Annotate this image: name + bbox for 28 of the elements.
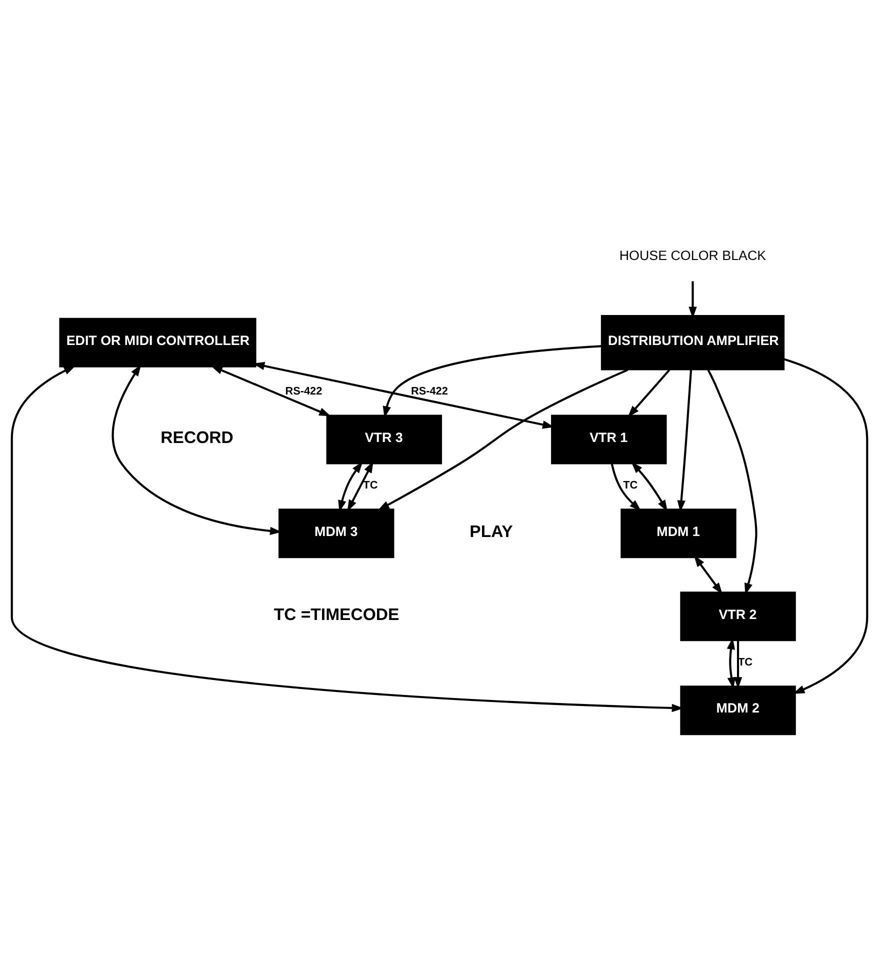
- node-box: MDM 3: [278, 508, 394, 558]
- arrow: [784, 358, 868, 694]
- node-box: VTR 3: [326, 414, 442, 464]
- arrow: [610, 463, 642, 511]
- node-box: VTR 2: [680, 591, 796, 641]
- edge-label: TC: [738, 656, 753, 668]
- arrow: [628, 368, 670, 417]
- node-box: EDIT OR MIDI CONTROLLER: [59, 317, 256, 367]
- arrow: [677, 369, 692, 512]
- label: RECORD: [160, 427, 234, 446]
- arrow: [382, 344, 602, 418]
- arrow: [631, 461, 668, 512]
- label: TC =TIMECODE: [274, 604, 400, 624]
- arrow: [734, 640, 742, 688]
- label: PLAY: [470, 521, 513, 540]
- node-box: DISTRIBUTION AMPLIFIER: [600, 314, 785, 370]
- arrow: [688, 280, 697, 318]
- arrow: [378, 368, 628, 510]
- arrow: [707, 369, 758, 594]
- node-box: VTR 1: [551, 414, 667, 464]
- node-box: MDM 1: [620, 508, 736, 558]
- arrow: [210, 365, 331, 416]
- edge-label: TC: [623, 478, 638, 491]
- edge-label: RS-422: [285, 385, 322, 398]
- node-text: HOUSE COLOR BLACK: [619, 247, 766, 262]
- edge-label: TC: [363, 478, 378, 491]
- node-box: MDM 2: [680, 685, 796, 735]
- edge-label: RS-422: [410, 385, 448, 398]
